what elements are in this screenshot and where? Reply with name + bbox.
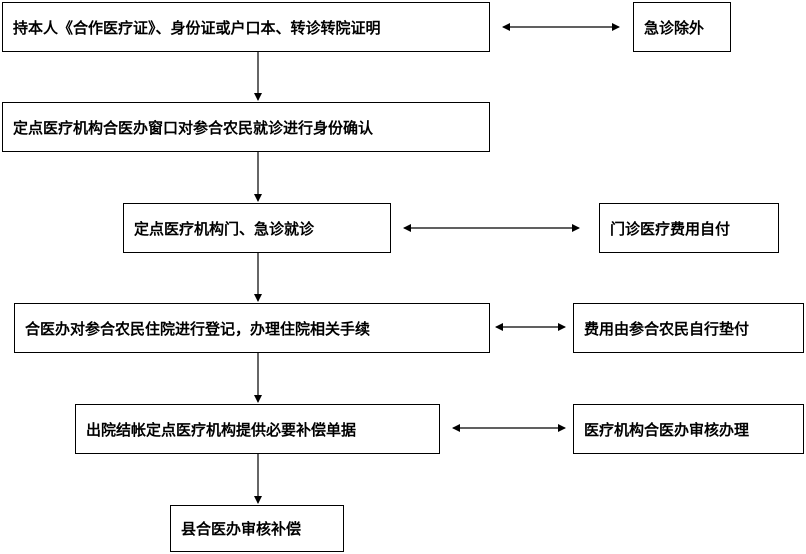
side-note-review-text: 医疗机构合医办审核办理 bbox=[584, 420, 750, 439]
flow-step-2: 定点医疗机构合医办窗口对参合农民就诊进行身份确认 bbox=[2, 102, 490, 152]
flow-step-3-text: 定点医疗机构门、急诊就诊 bbox=[134, 219, 315, 238]
side-note-outpatient-text: 门诊医疗费用自付 bbox=[610, 219, 731, 238]
flow-step-6: 县合医办审核补偿 bbox=[170, 505, 344, 552]
flow-step-5: 出院结帐定点医疗机构提供必要补偿单据 bbox=[75, 404, 440, 454]
side-note-outpatient: 门诊医疗费用自付 bbox=[599, 203, 779, 253]
side-note-inpatient: 费用由参合农民自行垫付 bbox=[573, 303, 804, 353]
flow-step-6-text: 县合医办审核补偿 bbox=[181, 520, 302, 538]
side-note-emergency-text: 急诊除外 bbox=[644, 18, 705, 37]
flow-step-5-text: 出院结帐定点医疗机构提供必要补偿单据 bbox=[86, 420, 357, 439]
flow-step-3: 定点医疗机构门、急诊就诊 bbox=[123, 203, 391, 253]
flow-step-1: 持本人《合作医疗证》、身份证或户口本、转诊转院证明 bbox=[2, 2, 490, 52]
flow-step-4-text: 合医办对参合农民住院进行登记，办理住院相关手续 bbox=[25, 319, 371, 338]
side-note-review: 医疗机构合医办审核办理 bbox=[573, 404, 804, 454]
flow-step-1-text: 持本人《合作医疗证》、身份证或户口本、转诊转院证明 bbox=[13, 18, 381, 37]
side-note-emergency: 急诊除外 bbox=[633, 2, 731, 52]
side-note-inpatient-text: 费用由参合农民自行垫付 bbox=[584, 319, 750, 338]
flow-step-4: 合医办对参合农民住院进行登记，办理住院相关手续 bbox=[14, 303, 490, 353]
flow-step-2-text: 定点医疗机构合医办窗口对参合农民就诊进行身份确认 bbox=[13, 118, 374, 137]
